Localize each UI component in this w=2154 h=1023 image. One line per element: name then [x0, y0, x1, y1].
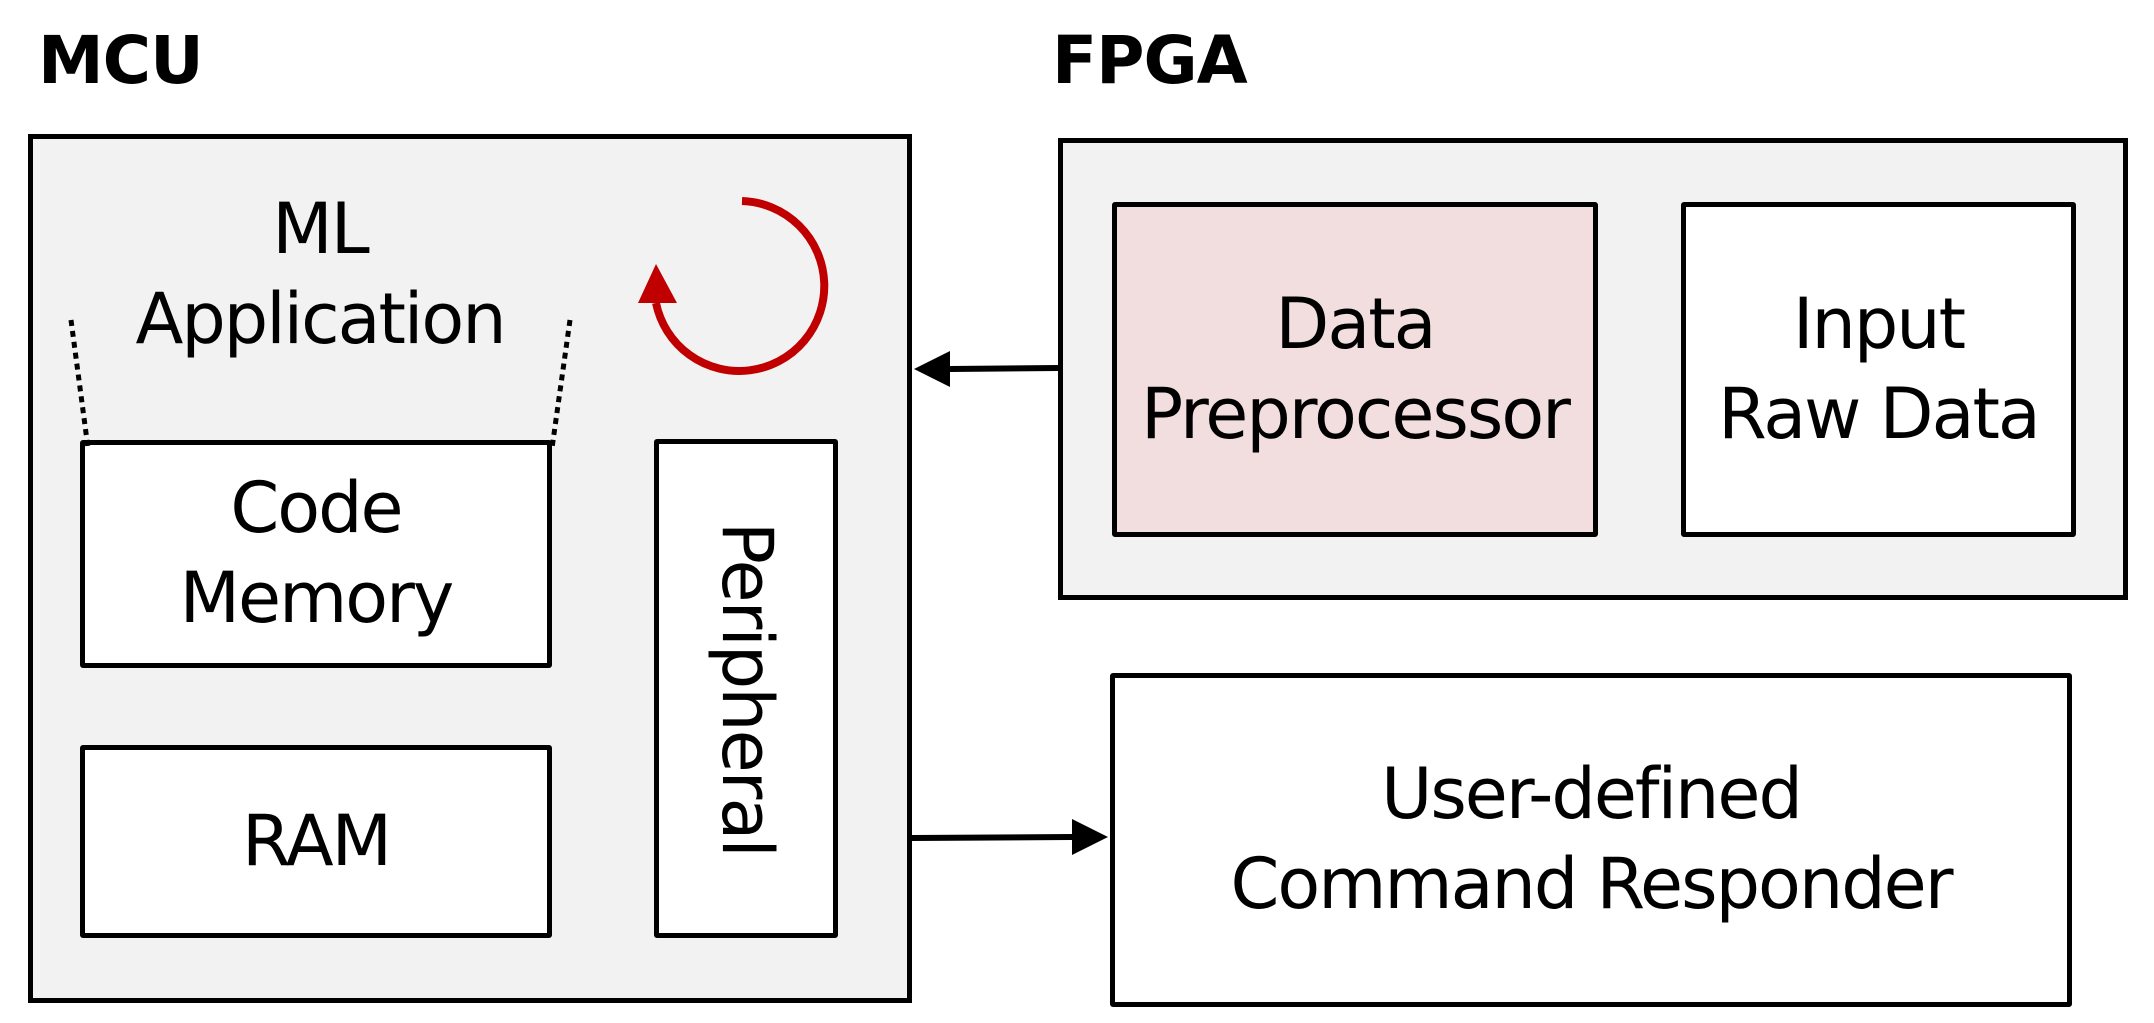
- ram-block: RAM: [80, 745, 552, 938]
- ml-application-text: ML Application: [135, 188, 506, 360]
- data-preprocessor-label: Data Preprocessor: [1141, 282, 1571, 455]
- code-memory-label: Code Memory: [179, 467, 455, 639]
- fpga-title: FPGA: [1052, 22, 1248, 99]
- input-raw-data-block: Input Raw Data: [1681, 202, 2076, 537]
- data-preprocessor-block: Data Preprocessor: [1112, 202, 1598, 537]
- input-raw-data-label: Input Raw Data: [1718, 282, 2041, 455]
- command-responder-block: User-defined Command Responder: [1110, 673, 2072, 1007]
- code-memory-block: Code Memory: [80, 440, 552, 668]
- peripheral-block: Peripheral: [654, 439, 838, 938]
- peripheral-label: Peripheral: [705, 521, 788, 856]
- ml-application-label: ML Application: [100, 180, 540, 370]
- command-responder-label: User-defined Command Responder: [1230, 753, 1954, 925]
- ram-label: RAM: [241, 799, 392, 882]
- arrow-right-icon: [911, 819, 1108, 855]
- mcu-title: MCU: [38, 22, 204, 99]
- arrow-left-icon: [914, 351, 1059, 387]
